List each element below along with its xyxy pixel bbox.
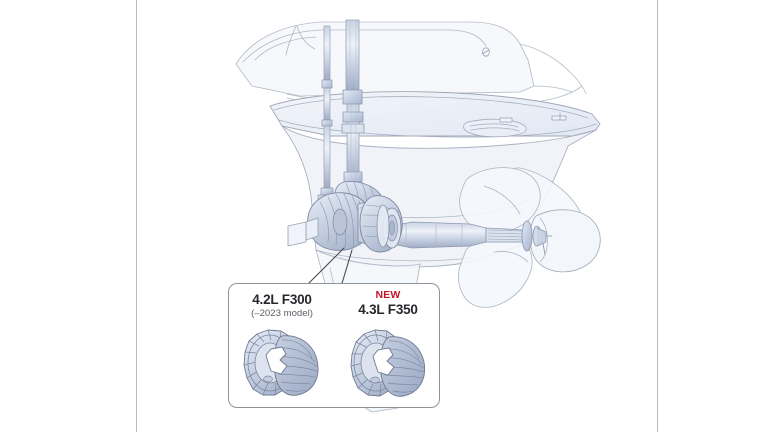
- gear-card-old-title: 4.2L F300: [252, 292, 312, 307]
- gear-comparison-callout-box: 4.2L F300 (–2023 model): [228, 283, 440, 408]
- gear-card-old-subtitle: (–2023 model): [251, 308, 313, 319]
- gear-card-old: 4.2L F300 (–2023 model): [229, 284, 335, 407]
- bevel-gear-clutch-dog-4-2l-icon: [243, 329, 319, 396]
- gear-card-new: NEW 4.3L F350: [335, 284, 439, 407]
- left-divider-rule: [136, 0, 137, 432]
- gear-card-new-title: 4.3L F350: [358, 302, 418, 317]
- new-badge: NEW: [375, 289, 401, 301]
- bevel-gear-clutch-dog-4-3l-icon: [350, 329, 426, 397]
- right-divider-rule: [657, 0, 658, 432]
